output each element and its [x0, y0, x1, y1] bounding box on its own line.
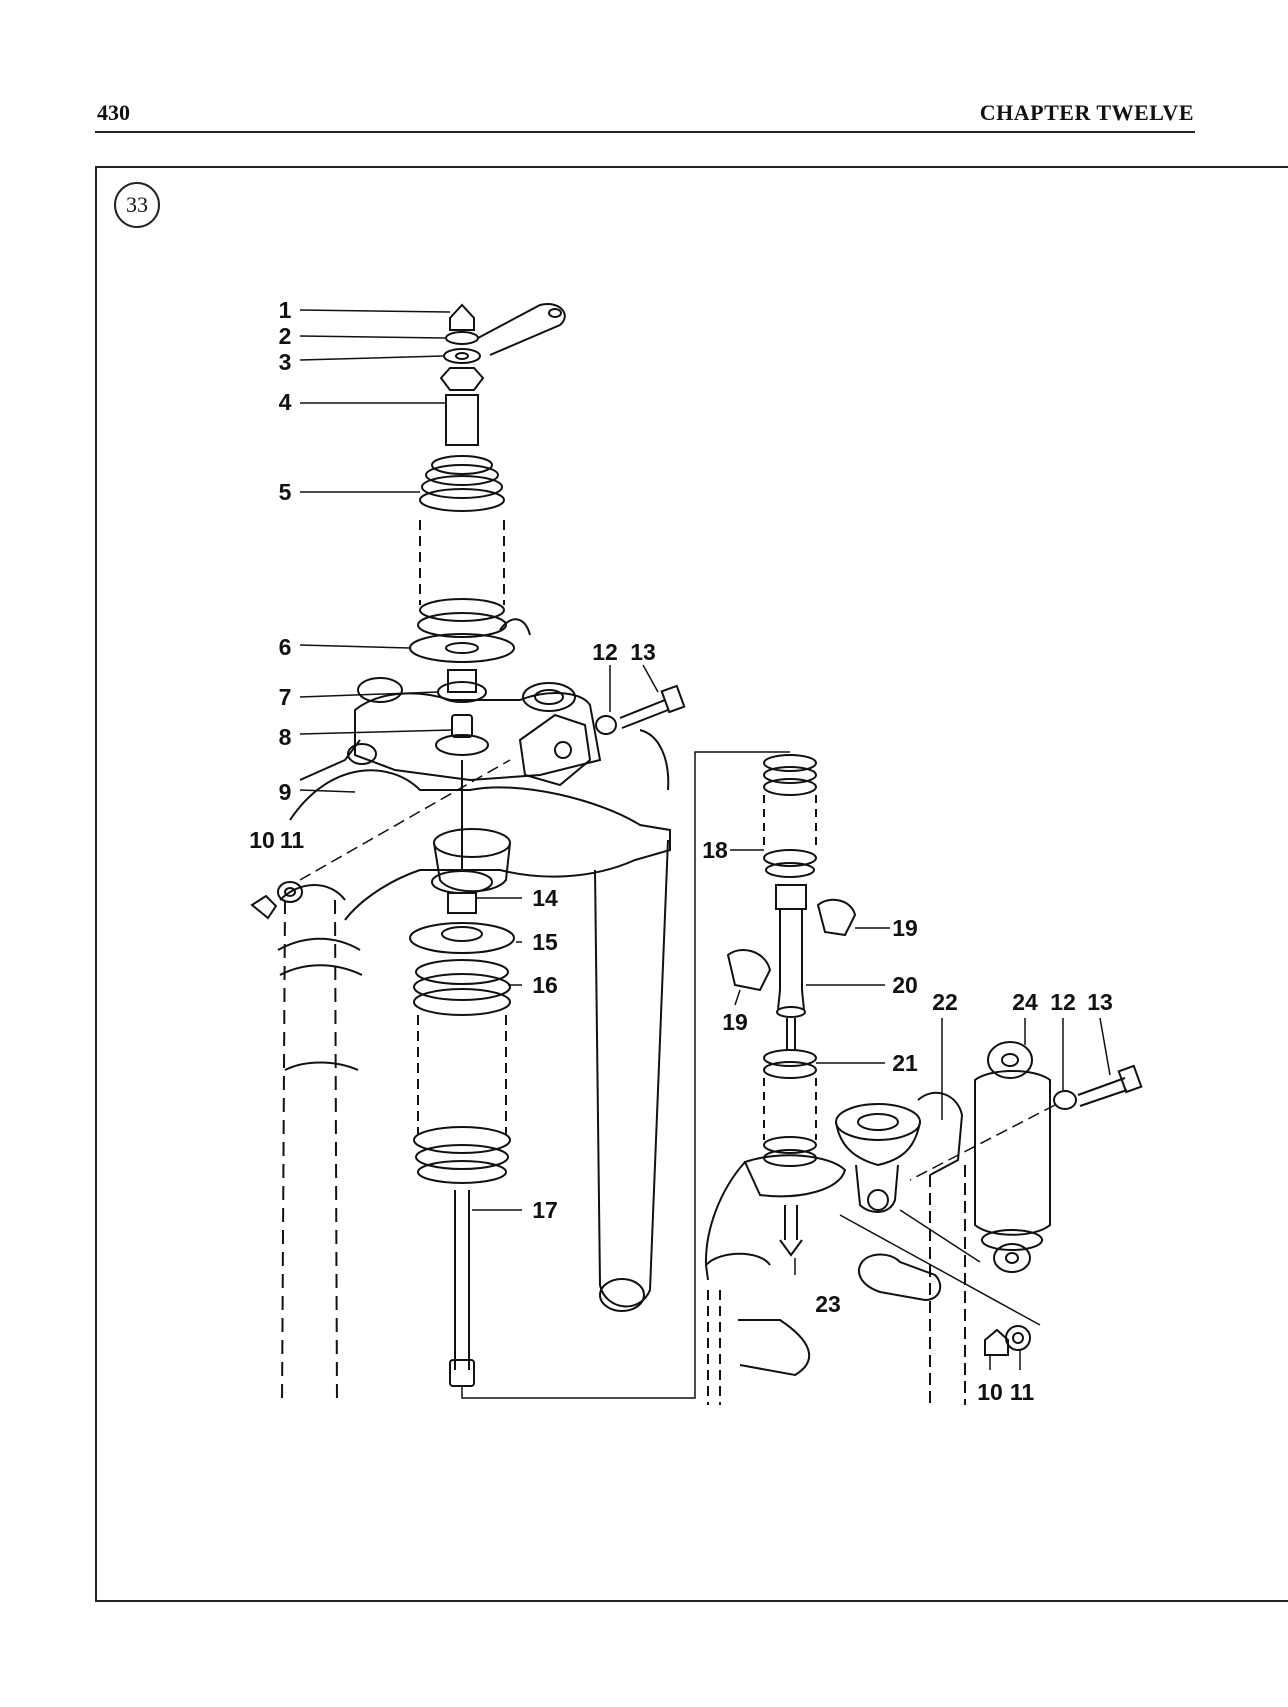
callout-1: 1	[279, 297, 292, 323]
callout-17: 17	[532, 1197, 558, 1223]
callout-18: 18	[702, 837, 728, 863]
callout-9: 9	[279, 779, 292, 805]
callout-24: 24	[1012, 989, 1038, 1015]
callout-12-top: 12	[592, 639, 618, 665]
callout-22: 22	[932, 989, 958, 1015]
figure-number-badge: 33	[114, 182, 160, 228]
right-damper-assembly	[704, 754, 1143, 1405]
callout-13-right: 13	[1087, 989, 1113, 1015]
callout-3: 3	[279, 349, 292, 375]
callout-6: 6	[279, 634, 292, 660]
page-number: 430	[97, 100, 130, 125]
callout-19-right: 19	[892, 915, 918, 941]
figure-frame	[95, 166, 1288, 1602]
callout-8: 8	[279, 724, 292, 750]
callout-12-right: 12	[1050, 989, 1076, 1015]
callout-23: 23	[815, 1291, 841, 1317]
callout-20: 20	[892, 972, 918, 998]
callout-4: 4	[279, 389, 292, 415]
centre-shock-stack	[250, 303, 686, 1387]
chapter-title: CHAPTER TWELVE	[979, 100, 1194, 125]
callout-11-left: 11	[280, 827, 305, 853]
callout-13-top: 13	[630, 639, 656, 665]
callout-16: 16	[532, 972, 558, 998]
header-rule	[95, 131, 1195, 133]
callout-2: 2	[279, 323, 292, 349]
callout-19-left: 19	[722, 1009, 748, 1035]
callout-21: 21	[892, 1050, 918, 1076]
callout-11-right: 11	[1010, 1379, 1035, 1405]
left-fork-assembly	[277, 618, 671, 1406]
leader-lines-right	[730, 849, 1111, 1370]
callout-10-left: 10	[249, 827, 275, 853]
callout-5: 5	[279, 479, 292, 505]
callout-7: 7	[279, 684, 292, 710]
callout-10-right: 10	[977, 1379, 1003, 1405]
callout-labels: 1 2 3 4 5 6 7 8 9 10 11 12 13 14 15 16 1…	[249, 297, 1113, 1405]
callout-14: 14	[532, 885, 558, 911]
leader-lines-left	[299, 309, 790, 1399]
callout-15: 15	[532, 929, 558, 955]
